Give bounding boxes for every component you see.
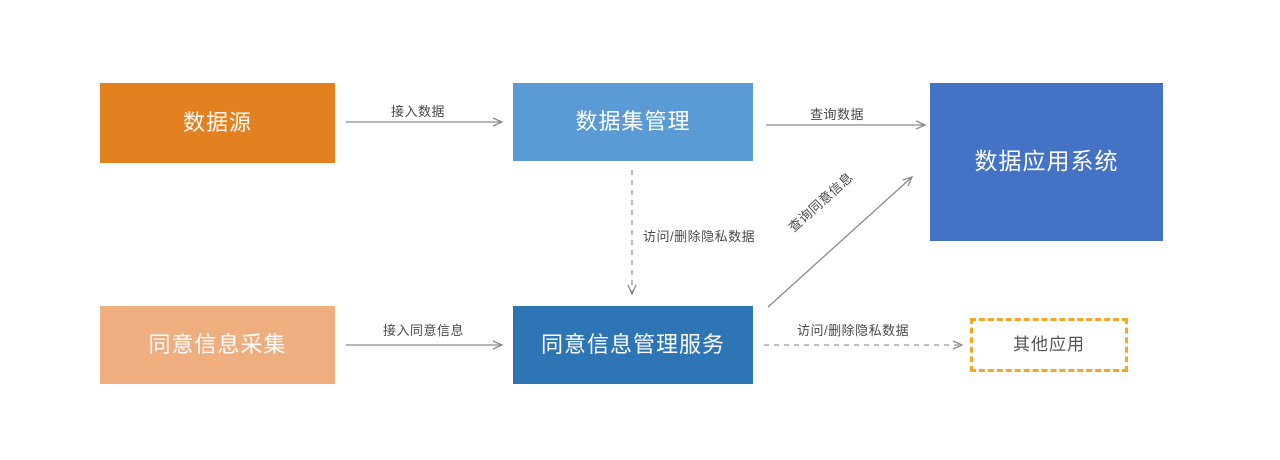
edge-label-access-delete-private-data-vertical: 访问/删除隐私数据: [643, 229, 756, 244]
edge-label-query-data: 查询数据: [810, 107, 865, 122]
node-consent-management-service[interactable]: 同意信息管理服务: [513, 306, 753, 384]
arrow-query-consent: [767, 175, 914, 308]
edge-label-query-consent-info: 查询同意信息: [785, 169, 856, 235]
node-data-source[interactable]: 数据源: [100, 83, 335, 163]
node-other-applications[interactable]: 其他应用: [970, 318, 1128, 372]
node-dataset-management[interactable]: 数据集管理: [513, 83, 753, 161]
node-data-application-system[interactable]: 数据应用系统: [930, 83, 1163, 241]
node-consent-collection[interactable]: 同意信息采集: [100, 306, 335, 384]
edge-label-ingest-consent-info: 接入同意信息: [383, 323, 465, 338]
edge-label-access-delete-private-data-horizontal: 访问/删除隐私数据: [797, 323, 910, 338]
edge-label-ingest-data: 接入数据: [391, 104, 446, 119]
